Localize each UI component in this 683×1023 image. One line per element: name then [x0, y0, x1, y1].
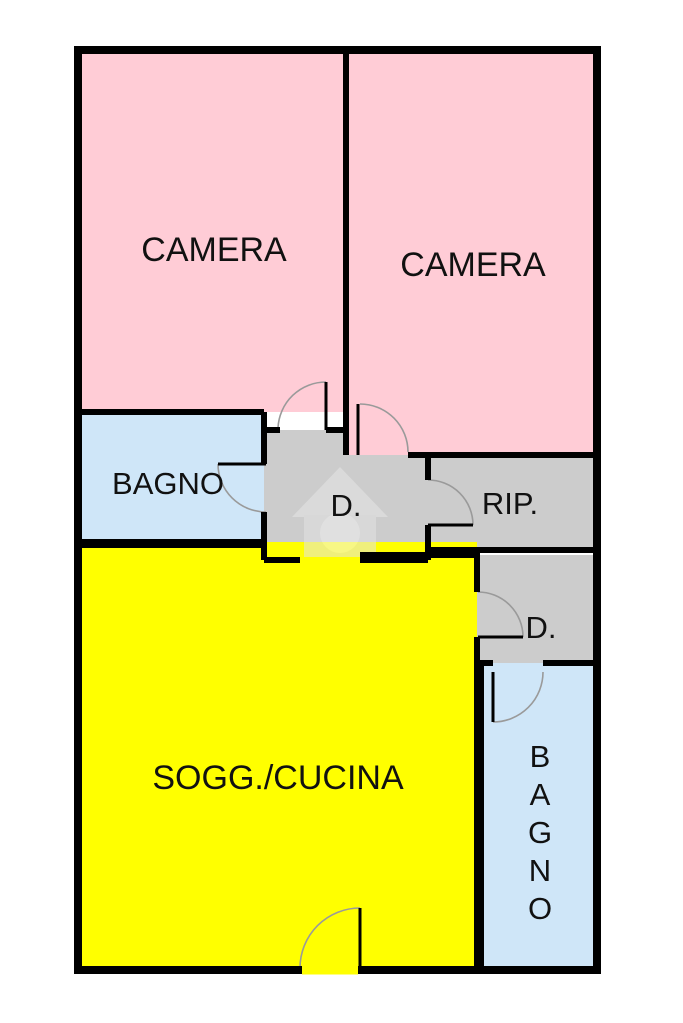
watermark-house-icon — [292, 467, 388, 557]
door-ripostiglio — [427, 479, 474, 527]
label-soggiorno-cucina: SOGG./CUCINA — [152, 759, 404, 797]
door-bagno-right — [491, 671, 544, 723]
room-disimpegno-small — [477, 555, 597, 663]
label-bagno-left: BAGNO — [112, 466, 224, 501]
label-bagno-right: B A G N O — [528, 739, 552, 926]
label-bagno-right-letter: A — [530, 777, 551, 812]
room-camera-left — [78, 50, 346, 412]
door-camera-right — [356, 403, 409, 455]
room-ripostiglio — [428, 455, 597, 550]
label-ripostiglio: RIP. — [482, 486, 538, 521]
label-camera-right: CAMERA — [400, 246, 546, 284]
room-bagno-left — [78, 412, 264, 542]
label-bagno-right-letter: O — [528, 891, 552, 926]
room-bagno-right — [479, 663, 597, 970]
room-soggiorno-cucina — [78, 542, 477, 970]
door-camera-left — [277, 381, 328, 430]
label-bagno-right-letter: G — [528, 815, 552, 850]
label-bagno-right-letter: B — [530, 739, 551, 774]
door-bagno-left — [217, 462, 267, 513]
label-bagno-right-letter: N — [529, 853, 551, 888]
room-camera-right — [346, 50, 597, 455]
door-disimpegno-small — [477, 591, 524, 639]
label-disimpegno-main: D. — [331, 488, 362, 523]
label-disimpegno-small: D. — [526, 610, 557, 645]
door-entrance — [299, 907, 362, 969]
label-camera-left: CAMERA — [141, 231, 287, 269]
